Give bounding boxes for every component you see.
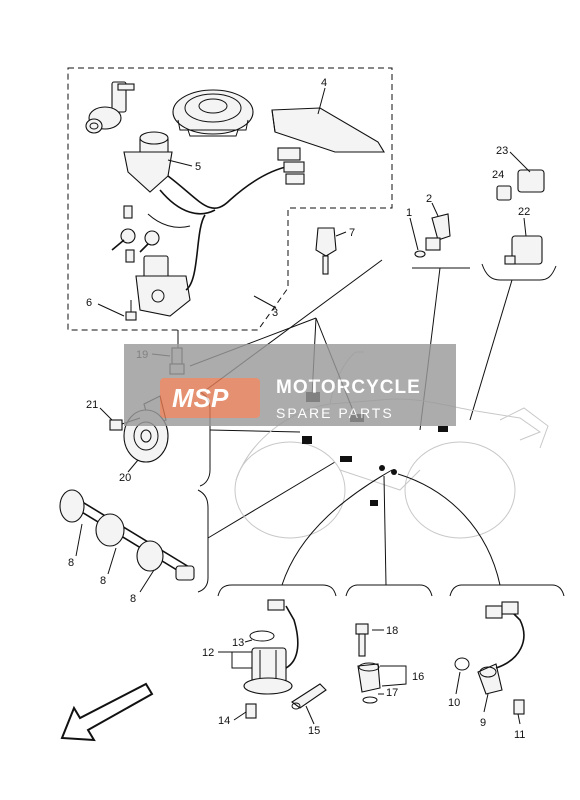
sender-unit-part-12[interactable] [243,599,299,695]
callout-17: 17 [386,687,398,699]
watermark: MSP MOTORCYCLE SPARE PARTS [124,344,456,426]
fuel-cap-part[interactable] [172,89,254,137]
callout-1: 1 [406,207,412,219]
callout-10: 10 [448,697,460,709]
front-direction-arrow-icon [60,682,154,742]
screw-part-11[interactable] [513,699,525,715]
callout-6: 6 [86,297,92,309]
group-bracket-sensor-9 [449,584,565,597]
callout-21: 21 [86,399,98,411]
bolt-part-18[interactable] [355,623,369,657]
o-ring-part-13[interactable] [249,630,275,642]
main-switch-part[interactable] [123,131,173,193]
callout-4: 4 [321,77,327,89]
callout-7: 7 [349,227,355,239]
relay-part-22[interactable] [504,235,543,265]
callout-5: 5 [195,161,201,173]
relay-part-23[interactable] [517,169,545,193]
bolt-6[interactable] [125,300,137,321]
watermark-logo-box [160,378,260,418]
callout-2: 2 [426,193,432,205]
callout-24: 24 [492,169,504,181]
sensor-part-9[interactable] [477,601,525,695]
group-bracket-fuel-sender [217,584,337,597]
sensor-part-2[interactable] [425,213,451,251]
group-bracket-handlebar [197,489,209,593]
ignition-keys[interactable] [111,228,160,253]
callout-14: 14 [218,715,230,727]
watermark-title: MOTORCYCLE [276,377,421,398]
callout-8c: 8 [130,593,136,605]
washer-part-1[interactable] [414,250,426,258]
callout-11: 11 [514,729,525,741]
callout-15: 15 [308,725,320,737]
handlebar-switch-part-8[interactable] [59,489,195,581]
callout-8a: 8 [68,557,74,569]
wire-connector-block[interactable] [277,147,305,185]
o-ring-part-10[interactable] [454,657,470,671]
callout-8b: 8 [100,575,106,587]
callout-20: 20 [119,472,131,484]
watermark-subtitle: SPARE PARTS [276,405,394,421]
callout-9: 9 [480,717,486,729]
callout-3: 3 [272,307,278,319]
callout-22: 22 [518,206,530,218]
screw-part-14[interactable] [245,703,257,719]
callout-13: 13 [232,637,244,649]
callout-16: 16 [412,671,424,683]
sensor-part-16[interactable] [357,662,381,693]
callout-18: 18 [386,625,398,637]
seat-lock-part[interactable] [85,81,135,134]
ignition-switch-part[interactable] [123,205,206,317]
fuse-part-24[interactable] [496,185,512,201]
watermark-logo: MSP [172,383,229,413]
bracket-part-15[interactable] [291,683,327,710]
ecu-module-part[interactable] [271,107,385,153]
callout-23: 23 [496,145,508,157]
gasket-part-17[interactable] [362,696,378,704]
group-bracket-22-24 [481,263,557,281]
callout-12: 12 [202,647,214,659]
key-part[interactable] [315,227,337,275]
group-bracket-sensor-16 [345,584,433,597]
